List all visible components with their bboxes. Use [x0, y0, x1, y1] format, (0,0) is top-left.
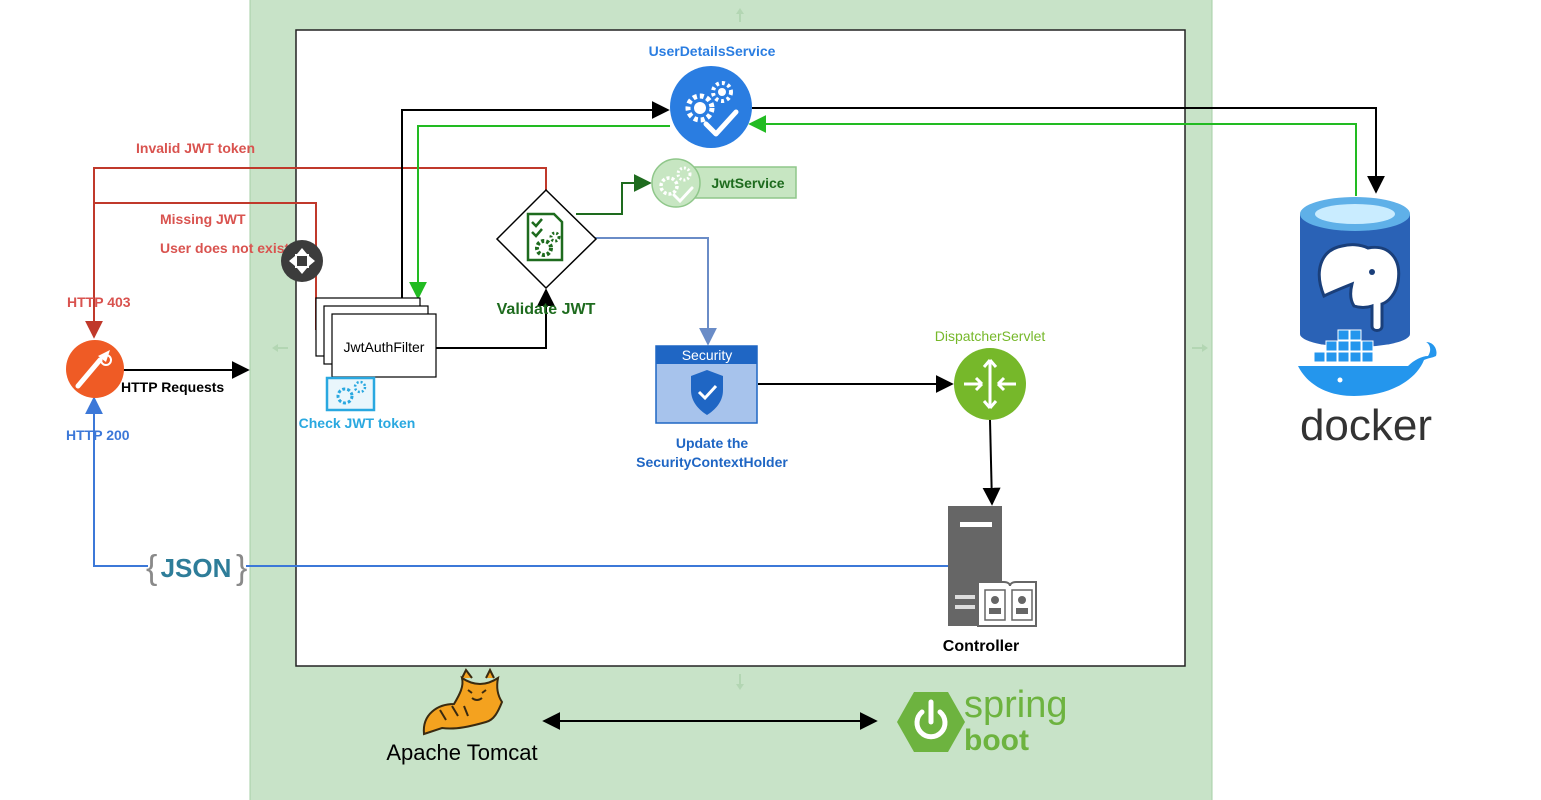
jwt-auth-filter-label: JwtAuthFilter [344, 339, 425, 355]
dispatcher-label: DispatcherServlet [935, 328, 1046, 344]
edge-filter-to-validate [436, 288, 555, 349]
router-arrows-icon[interactable] [954, 348, 1026, 420]
container-resize-hints [272, 8, 1208, 690]
edge-invalid-jwt [85, 167, 547, 339]
tomcat-cat-icon[interactable] [422, 667, 504, 736]
filter-gear-icon [325, 376, 376, 412]
edge-db-to-userdetails [748, 115, 1357, 196]
edge-validate-to-security [594, 237, 717, 346]
validate-document-icon[interactable] [495, 188, 598, 290]
spring-power-icon[interactable] [897, 692, 965, 752]
json-brace-right: } [236, 549, 247, 587]
jwt-service-node[interactable]: JwtService [651, 158, 797, 208]
security-label: Security [682, 347, 733, 363]
jwt-service-label: JwtService [711, 175, 784, 191]
security-shield-icon[interactable]: Security [655, 345, 758, 424]
postgres-elephant-icon[interactable] [1300, 197, 1410, 347]
postman-icon[interactable] [66, 340, 124, 398]
json-label: JSON [161, 553, 232, 583]
validate-jwt-label: Validate JWT [497, 301, 596, 318]
spring-label: spring [964, 684, 1068, 726]
edge-userdetails-to-db [752, 107, 1385, 194]
docker-whale-icon [1298, 329, 1437, 396]
user-details-service-label: UserDetailsService [649, 43, 776, 59]
http-200-label: HTTP 200 [66, 427, 130, 443]
json-label-bg [148, 548, 246, 584]
tomcat-label: Apache Tomcat [386, 740, 537, 765]
move-handle-icon[interactable] [281, 240, 323, 282]
small-gears-icon [659, 166, 694, 204]
http-requests-label: HTTP Requests [121, 379, 224, 395]
http-403-label: HTTP 403 [67, 294, 131, 310]
edge-missing-jwt [94, 202, 317, 330]
controller-label: Controller [943, 638, 1019, 655]
json-brace-left: { [146, 549, 157, 587]
jwt-auth-filter-node[interactable]: JwtAuthFilter [315, 297, 437, 378]
edge-validate-to-jwtservice [576, 174, 652, 215]
edge-dispatcher-to-controller [982, 419, 1001, 506]
user-not-exist-label: User does not exist [160, 240, 289, 256]
check-jwt-label: Check JWT token [299, 415, 416, 431]
update-label-line1: Update the [676, 435, 749, 451]
docker-label: docker [1300, 401, 1432, 450]
edge-userdetails-to-filter [409, 125, 670, 300]
update-label-line2: SecurityContextHolder [636, 454, 788, 470]
boot-label: boot [964, 724, 1029, 757]
missing-jwt-label: Missing JWT [160, 211, 246, 227]
edge-json-response [85, 396, 948, 567]
gears-check-icon[interactable] [670, 66, 752, 148]
invalid-jwt-label: Invalid JWT token [136, 140, 255, 156]
edge-filter-to-userdetails [401, 101, 670, 298]
server-book-icon[interactable] [948, 506, 1037, 627]
